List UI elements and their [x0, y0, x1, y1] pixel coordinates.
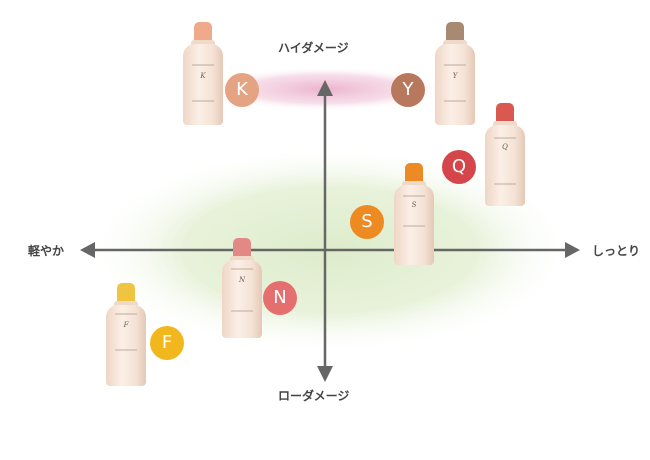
- product-bottle-n: N: [222, 238, 262, 338]
- axis-label-high-damage: ハイダメージ: [278, 41, 349, 55]
- product-bottle-k: K: [183, 22, 223, 125]
- bottle-letter: S: [411, 201, 417, 209]
- product-bottle-f: F: [106, 283, 146, 386]
- bottle-cap: [194, 22, 212, 42]
- bottle-cap: [405, 163, 423, 183]
- axis-label-low-damage: ローダメージ: [278, 389, 350, 403]
- badge-k[interactable]: K: [225, 73, 259, 107]
- bottle-cap: [117, 283, 135, 303]
- y-axis-bottom-arrow: [317, 366, 333, 382]
- badge-s[interactable]: S: [350, 205, 384, 239]
- badge-q[interactable]: Q: [442, 150, 476, 184]
- bottle-cap: [233, 238, 251, 258]
- bottle-letter: N: [238, 276, 246, 284]
- y-axis-top-arrow: [317, 80, 333, 96]
- badge-n[interactable]: N: [263, 281, 297, 315]
- bottle-letter: Q: [502, 143, 508, 151]
- bottle-letter: K: [200, 72, 206, 80]
- x-axis-left-arrow: [80, 242, 95, 258]
- bottle-letter: Y: [452, 72, 458, 80]
- axis-label-light: 軽やか: [28, 244, 65, 258]
- bottle-cap: [496, 103, 514, 123]
- product-bottle-s: S: [394, 163, 434, 265]
- product-bottle-y: Y: [435, 22, 475, 125]
- x-axis-right-arrow: [565, 242, 580, 258]
- badge-f[interactable]: F: [150, 326, 184, 360]
- bottle-letter: F: [123, 321, 129, 329]
- badge-y[interactable]: Y: [391, 73, 425, 107]
- product-bottle-q: Q: [485, 103, 525, 206]
- bottle-cap: [446, 22, 464, 42]
- axis-label-moist: しっとり: [592, 244, 641, 258]
